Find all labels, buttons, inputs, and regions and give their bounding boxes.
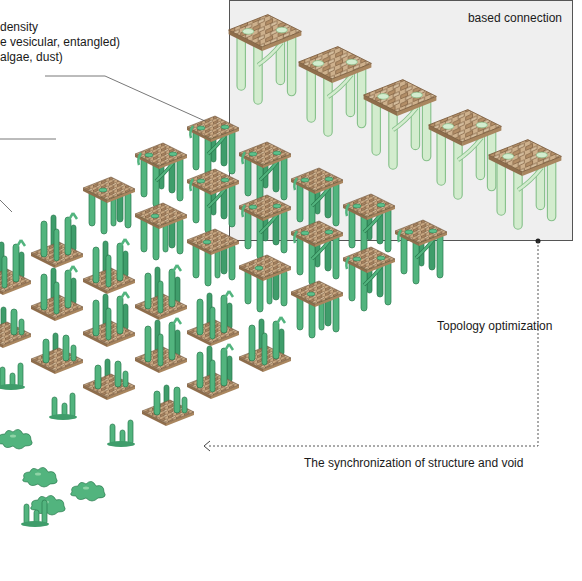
leader-line <box>0 200 12 212</box>
structure-unit <box>239 255 291 312</box>
structure-unit <box>83 239 135 294</box>
leader-line <box>0 139 56 140</box>
structure-unit <box>135 265 187 320</box>
structure-unit <box>83 359 135 400</box>
structure-unit <box>71 481 105 501</box>
structure-unit <box>83 292 135 347</box>
structure-unit <box>135 318 187 373</box>
structure-unit <box>0 363 25 390</box>
arrow-head <box>204 441 210 451</box>
annotation-label: The synchronization of structure and voi… <box>304 456 523 470</box>
structure-unit <box>107 420 135 447</box>
structure-unit <box>395 220 447 284</box>
annotation-label: density <box>0 20 38 34</box>
dashed-leader <box>209 241 538 446</box>
structure-unit <box>135 143 187 207</box>
structure-unit <box>187 169 239 233</box>
structure-unit <box>291 221 343 285</box>
structure-unit <box>23 467 57 487</box>
annotation-label: Topology optimization <box>437 319 552 333</box>
structure-unit <box>239 317 291 372</box>
structure-unit <box>0 240 31 295</box>
structure-unit <box>31 213 83 268</box>
structure-unit <box>239 195 291 259</box>
annotation-label: algae, dust) <box>0 50 63 64</box>
leader-line <box>45 76 205 121</box>
structure-unit <box>49 393 77 420</box>
structure-unit <box>187 229 239 286</box>
structure-unit <box>343 247 395 311</box>
structure-unit <box>142 385 194 426</box>
structure-unit <box>187 291 239 346</box>
annotation-label: e vesicular, entangled) <box>0 35 120 49</box>
structure-unit <box>187 344 239 399</box>
structure-unit <box>0 429 32 449</box>
structure-unit <box>21 500 49 527</box>
structure-unit <box>31 333 83 374</box>
structure-unit <box>135 203 187 260</box>
structure-unit <box>31 266 83 321</box>
structure-unit <box>0 307 31 348</box>
structure-unit <box>83 177 135 234</box>
panel-title: based connection <box>468 11 562 25</box>
structure-unit <box>291 281 343 338</box>
